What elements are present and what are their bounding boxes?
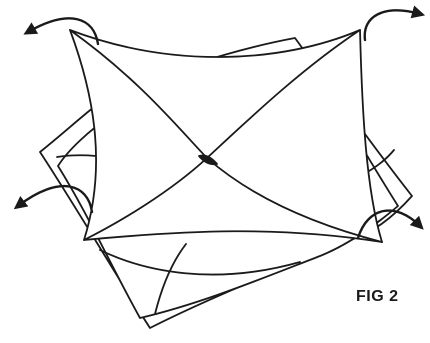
paper-sheets xyxy=(40,30,412,328)
curved-arrow-icon xyxy=(365,10,420,40)
figure-label: FIG 2 xyxy=(356,288,399,306)
top-square xyxy=(70,30,382,242)
